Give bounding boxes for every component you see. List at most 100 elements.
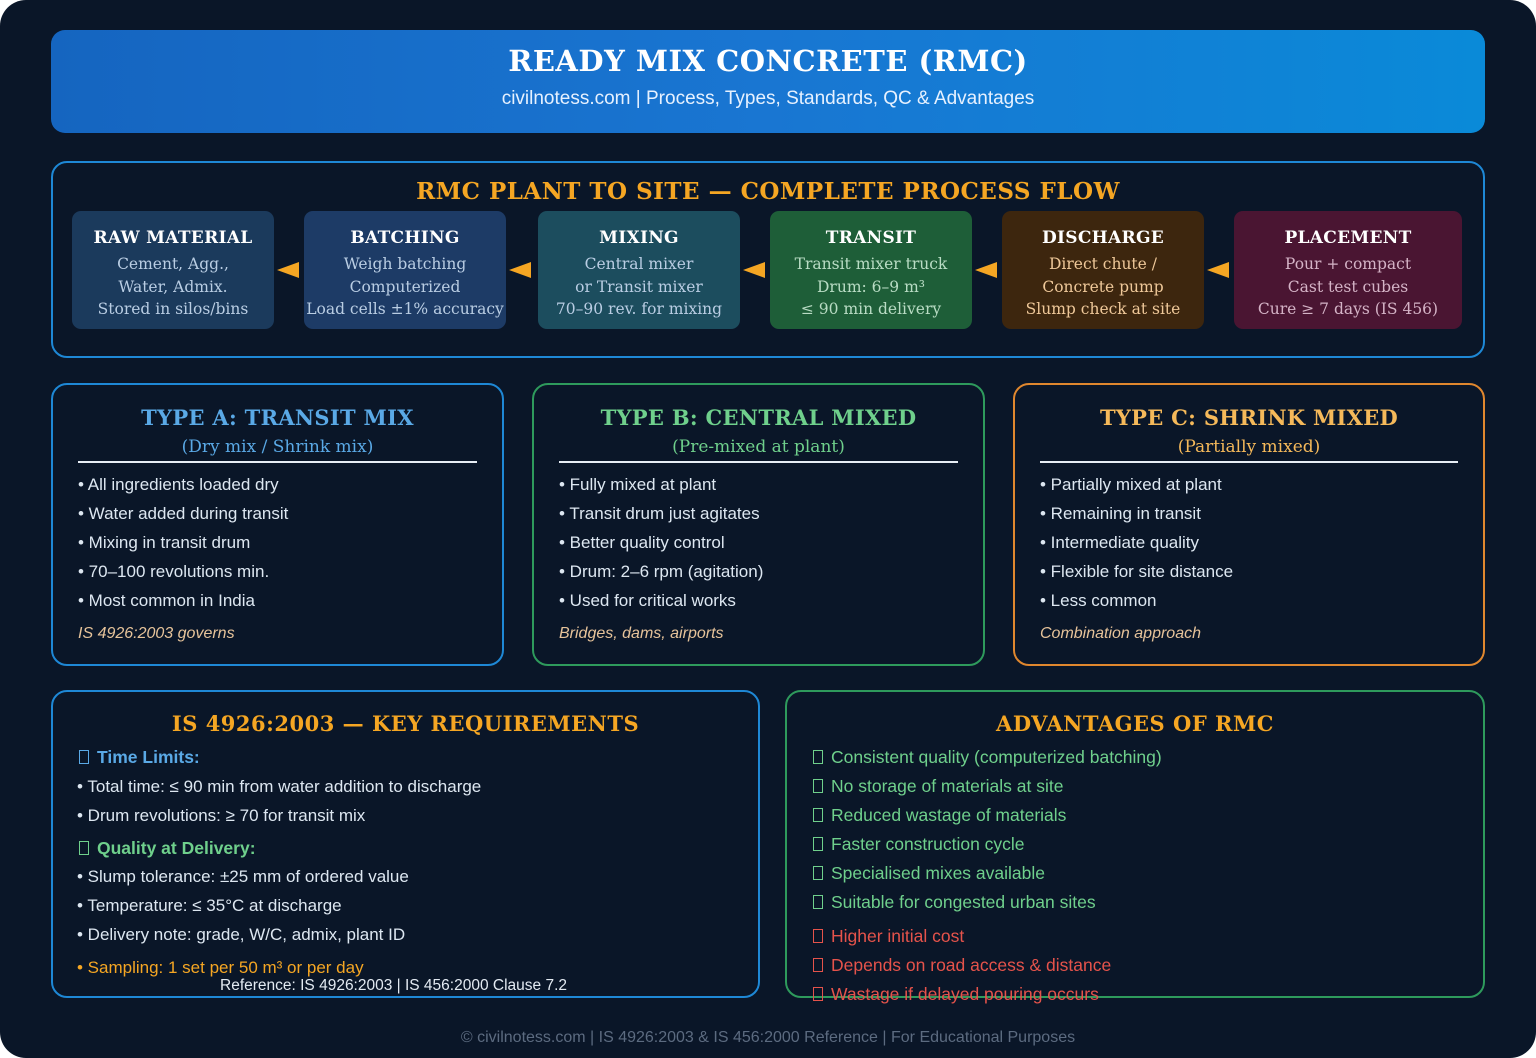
step-mixing: MIXING Central mixer or Transit mixer 70… <box>538 211 740 329</box>
advantage-label: No storage of materials at site <box>831 776 1064 796</box>
checkbox-icon <box>813 837 823 851</box>
flow-arrow-icon <box>509 262 531 278</box>
advantages-title: ADVANTAGES OF RMC <box>996 711 1274 736</box>
type-title: TYPE B: CENTRAL MIXED <box>600 405 917 430</box>
checkbox-icon <box>79 750 89 764</box>
step-discharge: DISCHARGE Direct chute / Concrete pump S… <box>1002 211 1204 329</box>
step-line: ≤ 90 min delivery <box>800 300 942 318</box>
requirement-item: • Slump tolerance: ±25 mm of ordered val… <box>77 867 409 886</box>
list-item: • Partially mixed at plant <box>1040 475 1222 494</box>
requirement-item: • Delivery note: grade, W/C, admix, plan… <box>77 925 406 944</box>
time-limits-label: Time Limits: <box>97 747 200 767</box>
type-note: IS 4926:2003 governs <box>78 625 235 642</box>
checkbox-icon <box>813 779 823 793</box>
cross-box-icon <box>813 929 823 943</box>
list-item: • Transit drum just agitates <box>559 504 760 523</box>
step-raw-material: RAW MATERIAL Cement, Agg., Water, Admix.… <box>72 211 274 329</box>
advantage-label: Consistent quality (computerized batchin… <box>831 747 1162 767</box>
disadvantage-item: Higher initial cost <box>813 926 964 947</box>
quality-label: Quality at Delivery: <box>97 838 256 858</box>
step-line: 70–90 rev. for mixing <box>555 300 723 318</box>
list-item: • Water added during transit <box>78 504 289 523</box>
step-title: RAW MATERIAL <box>93 228 253 248</box>
page-title: READY MIX CONCRETE (RMC) <box>508 44 1028 78</box>
disadvantage-label: Wastage if delayed pouring occurs <box>831 984 1099 1004</box>
step-line: Water, Admix. <box>118 277 228 296</box>
process-flow-panel: RMC PLANT TO SITE — COMPLETE PROCESS FLO… <box>51 161 1485 358</box>
type-c-card: TYPE C: SHRINK MIXED (Partially mixed) •… <box>1013 383 1485 666</box>
flow-arrow-icon <box>975 262 997 278</box>
step-title: DISCHARGE <box>1041 228 1165 248</box>
advantage-item: Faster construction cycle <box>813 834 1025 855</box>
step-batching: BATCHING Weigh batching Computerized Loa… <box>304 211 506 329</box>
cross-box-icon <box>813 987 823 1001</box>
type-note: Combination approach <box>1040 625 1201 642</box>
divider <box>78 461 477 463</box>
advantage-label: Suitable for congested urban sites <box>831 892 1096 912</box>
requirement-item: • Temperature: ≤ 35°C at discharge <box>77 896 342 915</box>
list-item: • 70–100 revolutions min. <box>78 562 270 581</box>
step-line: Weigh batching <box>343 255 467 273</box>
step-transit: TRANSIT Transit mixer truck Drum: 6–9 m³… <box>770 211 972 329</box>
cross-box-icon <box>813 958 823 972</box>
type-note: Bridges, dams, airports <box>559 625 724 642</box>
list-item: • Drum: 2–6 rpm (agitation) <box>559 562 764 581</box>
checkbox-icon <box>813 808 823 822</box>
step-line: or Transit mixer <box>575 277 703 296</box>
footer-credit: © civilnotess.com | IS 4926:2003 & IS 45… <box>460 1029 1076 1046</box>
disadvantage-item: Depends on road access & distance <box>813 955 1111 976</box>
step-line: Drum: 6–9 m³ <box>817 277 925 296</box>
header-banner: READY MIX CONCRETE (RMC) civilnotess.com… <box>51 30 1485 133</box>
sampling-note: • Sampling: 1 set per 50 m³ or per day <box>77 958 364 977</box>
advantage-label: Faster construction cycle <box>831 834 1025 854</box>
type-feature-list: • Fully mixed at plant • Transit drum ju… <box>559 474 763 619</box>
disadvantage-label: Higher initial cost <box>831 926 965 946</box>
list-item: • Mixing in transit drum <box>78 533 251 552</box>
step-line: Cast test cubes <box>1287 277 1409 296</box>
requirements-panel: IS 4926:2003 — KEY REQUIREMENTS Time Lim… <box>51 690 760 998</box>
type-feature-list: • All ingredients loaded dry • Water add… <box>78 474 288 619</box>
type-title: TYPE C: SHRINK MIXED <box>1099 405 1399 430</box>
advantage-item: Suitable for congested urban sites <box>813 892 1096 913</box>
type-feature-list: • Partially mixed at plant • Remaining i… <box>1040 474 1233 619</box>
step-line: Concrete pump <box>1042 277 1164 296</box>
step-line: Stored in silos/bins <box>97 300 249 318</box>
disadvantage-item: Wastage if delayed pouring occurs <box>813 984 1099 1005</box>
list-item: • Used for critical works <box>559 591 736 610</box>
step-title: MIXING <box>599 228 679 248</box>
advantage-item: Specialised mixes available <box>813 863 1045 884</box>
step-title: TRANSIT <box>825 228 917 248</box>
list-item: • Remaining in transit <box>1040 504 1201 523</box>
requirement-item: • Total time: ≤ 90 min from water additi… <box>77 777 482 796</box>
checkbox-icon <box>813 750 823 764</box>
flow-arrow-icon <box>277 262 299 278</box>
checkbox-icon <box>813 895 823 909</box>
divider <box>559 461 958 463</box>
type-subtitle: (Pre-mixed at plant) <box>672 437 845 457</box>
step-placement: PLACEMENT Pour + compact Cast test cubes… <box>1234 211 1462 329</box>
disadvantage-label: Depends on road access & distance <box>831 955 1112 975</box>
step-line: Slump check at site <box>1025 300 1181 318</box>
list-item: • Intermediate quality <box>1040 533 1200 552</box>
list-item: • Better quality control <box>559 533 725 552</box>
process-flow-title: RMC PLANT TO SITE — COMPLETE PROCESS FLO… <box>416 178 1120 205</box>
page-subtitle: civilnotess.com | Process, Types, Standa… <box>501 88 1035 109</box>
list-item: • All ingredients loaded dry <box>78 475 279 494</box>
step-line: Transit mixer truck <box>794 255 948 273</box>
time-limits-heading: Time Limits: <box>79 747 200 768</box>
type-b-card: TYPE B: CENTRAL MIXED (Pre-mixed at plan… <box>532 383 985 666</box>
checkbox-icon <box>79 841 89 855</box>
advantage-item: No storage of materials at site <box>813 776 1063 797</box>
step-title: BATCHING <box>350 228 460 248</box>
requirements-title: IS 4926:2003 — KEY REQUIREMENTS <box>171 711 640 736</box>
list-item: • Most common in India <box>78 591 255 610</box>
step-title: PLACEMENT <box>1284 228 1412 248</box>
flow-arrow-icon <box>1207 262 1229 278</box>
advantage-label: Reduced wastage of materials <box>831 805 1067 825</box>
reference-note: Reference: IS 4926:2003 | IS 456:2000 Cl… <box>220 977 567 994</box>
type-title: TYPE A: TRANSIT MIX <box>141 405 414 430</box>
requirement-item: • Drum revolutions: ≥ 70 for transit mix <box>77 806 366 825</box>
quality-heading: Quality at Delivery: <box>79 838 256 859</box>
step-line: Cement, Agg., <box>117 255 229 273</box>
